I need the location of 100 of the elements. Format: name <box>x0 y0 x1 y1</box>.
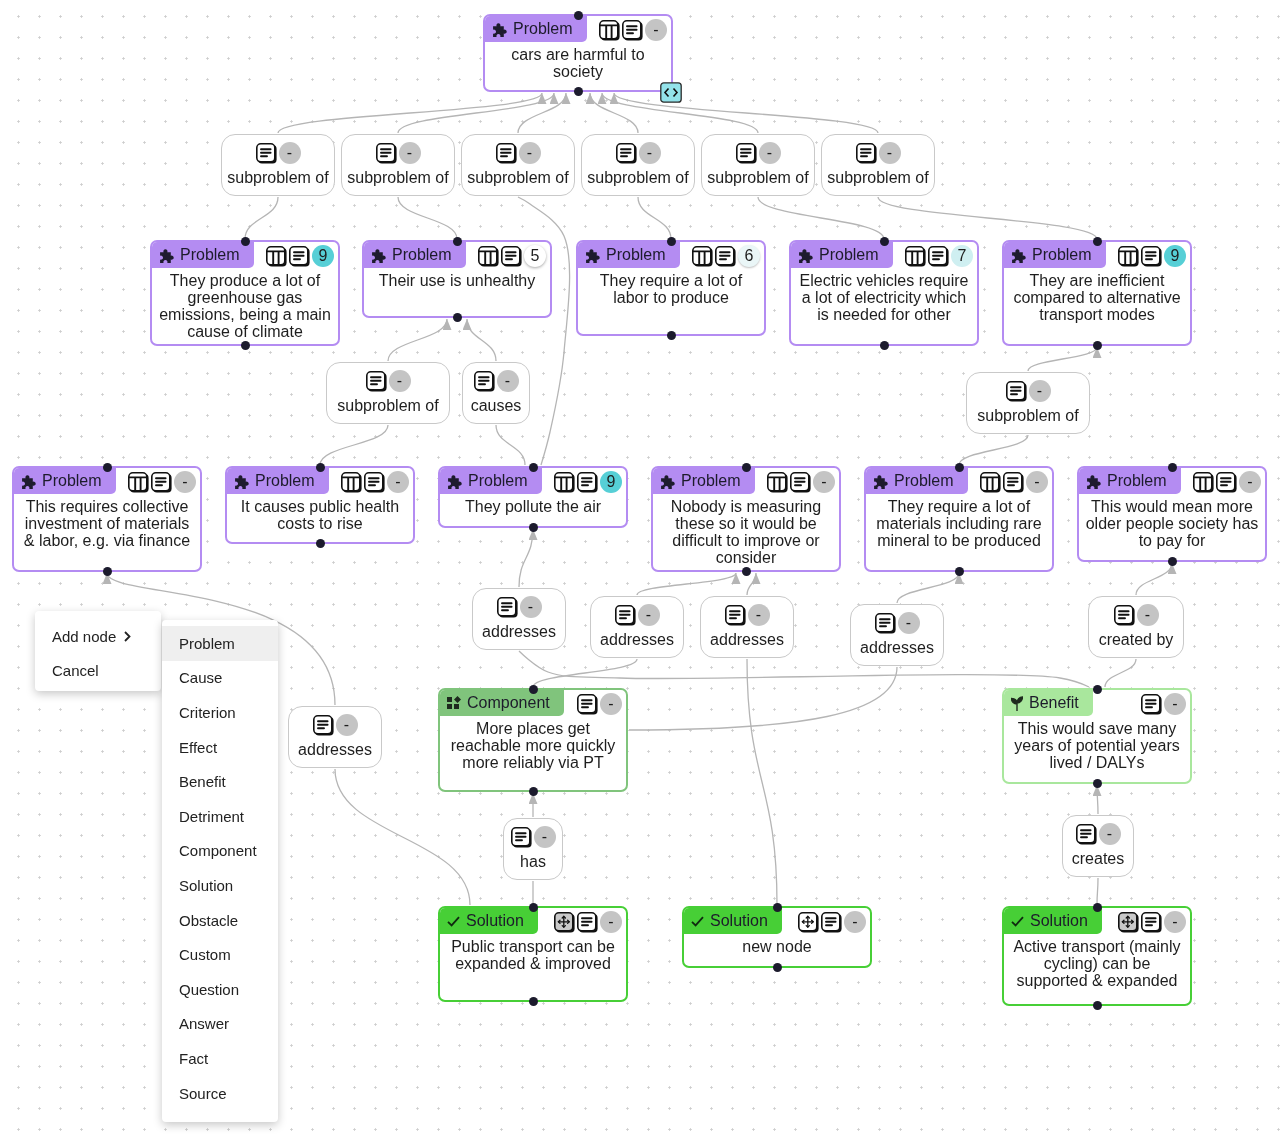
connector-line <box>1096 877 1099 906</box>
connector-line <box>517 196 571 466</box>
relation-text: addresses <box>599 631 675 649</box>
count-badge: - <box>600 693 622 715</box>
relation-card <box>221 134 335 196</box>
count-badge: - <box>388 370 411 392</box>
node-text: They pollute the air <box>463 498 603 515</box>
count-badge: - <box>1164 911 1186 933</box>
relation-text: subproblem of <box>226 169 330 187</box>
menu-item: Component <box>162 833 278 869</box>
relation-card <box>326 362 450 424</box>
menu-item: Custom <box>162 937 278 972</box>
relation-text: created by <box>1097 631 1175 649</box>
connector-line <box>958 434 1029 466</box>
relation-card <box>1088 596 1184 658</box>
menu-item: Problem <box>162 626 278 661</box>
connector-line <box>637 196 672 240</box>
relation-card <box>472 588 566 650</box>
count-badge: - <box>496 370 519 392</box>
menu-item: Fact <box>162 1041 278 1076</box>
connector-line <box>628 666 898 731</box>
relation-card <box>700 596 794 658</box>
connector-line <box>877 196 1098 240</box>
relation-text: causes <box>469 397 523 415</box>
node-text: Active transport (mainly cycling) can be supported & expanded <box>1012 938 1182 989</box>
menu-item: Question <box>162 971 278 1007</box>
connector-line <box>1104 658 1137 688</box>
type-label: Benefit <box>1029 694 1079 712</box>
count-badge: - <box>637 604 660 626</box>
menu-item: Solution <box>162 868 278 903</box>
relation-text: subproblem of <box>826 169 930 187</box>
menu-item: Benefit <box>162 764 278 799</box>
node-text: Nobody is measuring these so it would be difficult to improve or consider <box>669 498 823 566</box>
node-text: Their use is unhealthy <box>377 272 537 289</box>
relation-text: addresses <box>297 741 373 759</box>
count-badge: - <box>600 911 622 933</box>
type-label: Solution <box>710 912 768 930</box>
node-text: This requires collective investment of materials & labor, e.g. via finance <box>22 498 192 549</box>
count-badge: - <box>398 142 421 164</box>
count-badge: - <box>1026 471 1048 493</box>
menu-item: Obstacle <box>162 902 278 938</box>
connector-line <box>319 424 389 466</box>
type-label: Problem <box>1032 246 1092 264</box>
relation-card <box>1062 815 1134 877</box>
connector-line <box>518 650 1090 688</box>
relation-text: subproblem of <box>346 169 450 187</box>
count-badge: - <box>335 714 358 736</box>
count-badge: 5 <box>524 245 546 267</box>
count-badge: - <box>518 142 541 164</box>
count-badge: 6 <box>738 245 760 267</box>
count-badge: - <box>844 911 866 933</box>
menu-item: Source <box>162 1075 278 1111</box>
relation-card <box>821 134 935 196</box>
count-badge: - <box>1164 693 1186 715</box>
connector-line <box>532 658 638 688</box>
relation-card <box>461 134 575 196</box>
menu-item: Add node <box>35 619 161 654</box>
type-label: Component <box>467 694 550 712</box>
count-badge: - <box>1136 604 1159 626</box>
relation-text: creates <box>1070 850 1126 868</box>
count-badge: 9 <box>600 471 622 493</box>
count-badge: - <box>758 142 781 164</box>
relation-card <box>288 706 382 768</box>
count-badge: - <box>1239 471 1261 493</box>
relation-card <box>581 134 695 196</box>
node-text: Electric vehicles require a lot of electricity which is needed for other <box>798 272 970 323</box>
type-label: Problem <box>819 246 879 264</box>
relation-text: addresses <box>859 639 935 657</box>
relation-card <box>503 818 563 880</box>
count-badge: 9 <box>312 245 334 267</box>
relation-text: subproblem of <box>586 169 690 187</box>
connector-line <box>757 196 885 240</box>
count-badge: - <box>878 142 901 164</box>
type-label: Problem <box>681 472 741 490</box>
relation-text: addresses <box>709 631 785 649</box>
count-badge: - <box>1028 380 1051 402</box>
arrow <box>517 92 569 134</box>
type-label: Problem <box>180 246 240 264</box>
node-text: They require a lot of labor to produce <box>598 272 744 306</box>
node-text: Public transport can be expanded & improved <box>450 938 616 972</box>
arrow <box>387 318 449 362</box>
relation-text: subproblem of <box>466 169 570 187</box>
arrow <box>587 92 639 134</box>
node-text: It causes public health costs to rise <box>239 498 401 532</box>
node-text: They are inefficient compared to alternative transport modes <box>1012 272 1182 323</box>
node-text: This would save many years of potential years lived / DALYs <box>1013 720 1181 771</box>
menu-item: Effect <box>162 729 278 765</box>
count-badge: - <box>645 19 667 41</box>
node-text: They require a lot of materials including rare mineral to be produced <box>875 498 1043 549</box>
relation-card <box>701 134 815 196</box>
type-label: Problem <box>1107 472 1167 490</box>
count-badge: - <box>278 142 301 164</box>
count-badge: - <box>897 612 920 634</box>
connector-line <box>244 196 279 240</box>
connector-line <box>334 768 471 906</box>
type-label: Problem <box>42 472 102 490</box>
menu-item: Cause <box>162 660 278 696</box>
relation-card <box>341 134 455 196</box>
type-label: Solution <box>466 912 524 930</box>
node-text: They produce a lot of greenhouse gas emissions, being a main cause of climate <box>158 272 332 340</box>
